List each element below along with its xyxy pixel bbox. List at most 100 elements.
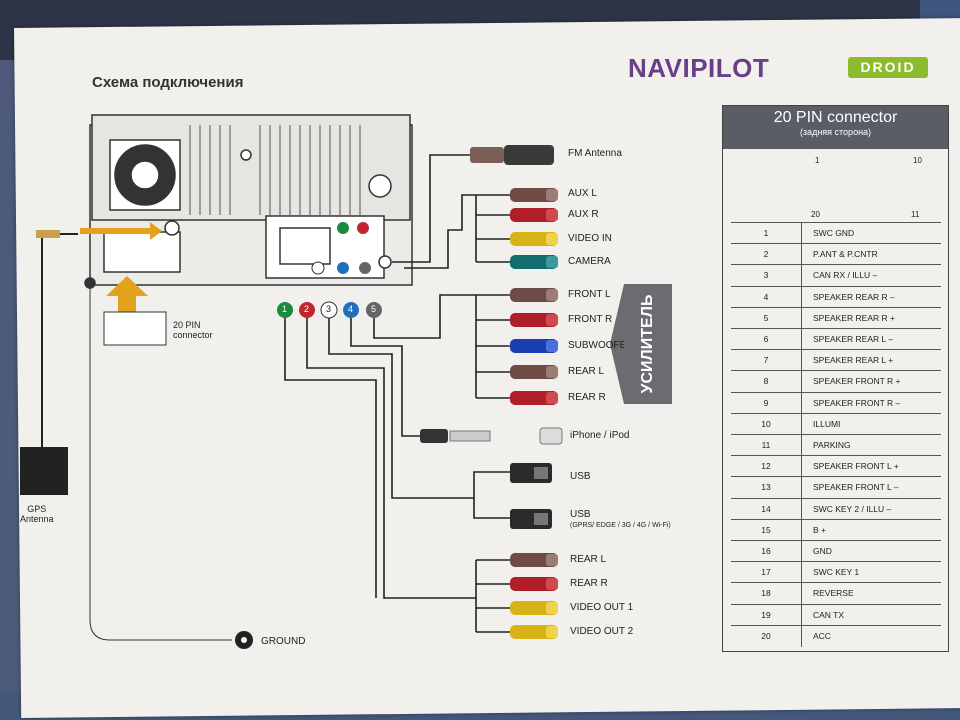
pin-row: 9 SPEAKER FRONT R – bbox=[731, 391, 941, 414]
pin-number: 7 bbox=[731, 350, 802, 372]
usb-connector-2 bbox=[510, 509, 552, 529]
label-out-rear-r: REAR R bbox=[570, 578, 608, 589]
pin-number: 16 bbox=[731, 541, 802, 562]
label-aux-r: AUX R bbox=[568, 209, 599, 220]
rca-fm-antenna bbox=[470, 145, 554, 165]
rca-aux-l bbox=[510, 188, 558, 202]
amplifier-label: УСИЛИТЕЛЬ bbox=[639, 294, 656, 394]
pin-row: 18 REVERSE bbox=[731, 582, 941, 605]
port-number-1: 1 bbox=[282, 304, 288, 314]
pin-number: 18 bbox=[731, 583, 802, 605]
label-rear-l: REAR L bbox=[568, 366, 605, 377]
port-number-5: 5 bbox=[371, 304, 377, 314]
rca-front-r bbox=[510, 313, 558, 327]
pin-table-title: 20 PIN connector bbox=[773, 109, 898, 126]
pin-table-header: 20 PIN connector (задняя сторона) bbox=[723, 106, 948, 149]
pin-description: SPEAKER REAR R + bbox=[813, 312, 895, 323]
pin-description: REVERSE bbox=[813, 588, 854, 599]
port-number-3: 3 bbox=[326, 304, 332, 314]
rca-front-l bbox=[510, 288, 558, 302]
pin-description: SWC GND bbox=[813, 228, 855, 238]
pin-description: SWC KEY 2 / ILLU – bbox=[813, 503, 892, 514]
20-pin-plug bbox=[103, 311, 167, 346]
rca-out-rear-r bbox=[510, 577, 558, 591]
pin-description: P.ANT & P.CNTR bbox=[813, 249, 878, 260]
label-ground: GROUND bbox=[261, 636, 306, 647]
pin-description: SWC KEY 1 bbox=[813, 567, 860, 578]
pin-description: ILLUMI bbox=[813, 418, 841, 429]
pin-number: 8 bbox=[731, 371, 802, 393]
pin-number: 11 bbox=[731, 435, 802, 456]
label-video-in: VIDEO IN bbox=[568, 233, 612, 244]
rca-video-out-2 bbox=[510, 625, 558, 639]
label-usb-2: USB bbox=[570, 509, 591, 520]
pin-number: 20 bbox=[731, 625, 802, 647]
amplifier-box: УСИЛИТЕЛЬ bbox=[624, 284, 672, 404]
pin-row: 19 CAN TX bbox=[731, 603, 941, 626]
pin-number: 15 bbox=[731, 519, 802, 541]
pin-corner-top-left: 1 bbox=[815, 156, 820, 165]
gps-antenna bbox=[20, 230, 78, 495]
wires bbox=[284, 154, 510, 633]
label-fm-antenna: FM Antenna bbox=[568, 148, 622, 159]
label-iphone: iPhone / iPod bbox=[570, 430, 630, 441]
pin-number: 12 bbox=[731, 456, 802, 478]
numbered-ports bbox=[277, 301, 382, 319]
label-video-out-2: VIDEO OUT 2 bbox=[570, 626, 634, 637]
pin-number: 19 bbox=[731, 604, 802, 626]
label-rear-r: REAR R bbox=[568, 392, 606, 403]
pin-table-subtitle: (задняя сторона) bbox=[799, 127, 872, 137]
label-20-pin-connector: 20 PIN connector bbox=[173, 320, 213, 340]
pin-description: SPEAKER REAR L + bbox=[813, 355, 894, 366]
pin-row: 7 SPEAKER REAR L + bbox=[731, 349, 941, 372]
connector-arrows bbox=[80, 222, 162, 318]
rca-out-rear-l bbox=[510, 553, 558, 567]
iphone-cable bbox=[420, 427, 563, 445]
pin-number: 5 bbox=[731, 307, 802, 329]
rca-rear-r bbox=[510, 391, 558, 405]
brand-logo-droid: DROID bbox=[848, 57, 928, 78]
brand-logo: NAVIPILOT bbox=[628, 53, 770, 83]
pin-description: SPEAKER FRONT R – bbox=[813, 397, 901, 408]
pin-number: 4 bbox=[731, 286, 802, 308]
pin-number: 2 bbox=[731, 244, 802, 266]
pin-description: CAN TX bbox=[813, 609, 845, 620]
pin-row: 5 SPEAKER REAR R + bbox=[731, 306, 941, 329]
pin-corner-top-right: 10 bbox=[913, 156, 922, 165]
label-gps-antenna: GPS Antenna bbox=[20, 504, 54, 524]
pin-number: 6 bbox=[731, 329, 802, 350]
rca-camera bbox=[510, 255, 558, 269]
port-number-2: 2 bbox=[304, 304, 310, 314]
pin-row: 17 SWC KEY 1 bbox=[731, 561, 941, 584]
label-out-rear-l: REAR L bbox=[570, 554, 607, 565]
label-aux-l: AUX L bbox=[568, 188, 597, 199]
rca-subwoofer bbox=[510, 339, 558, 353]
pin-number: 17 bbox=[731, 562, 802, 584]
head-unit-ports bbox=[311, 222, 371, 275]
pin-number: 13 bbox=[731, 477, 802, 499]
usb-connector-1 bbox=[510, 463, 552, 483]
pin-corner-bottom-right: 11 bbox=[911, 210, 920, 219]
pin-corner-bottom-left: 20 bbox=[811, 210, 820, 219]
pin-description: CAN RX / ILLU – bbox=[813, 270, 878, 281]
pin-description: SPEAKER FRONT L + bbox=[813, 461, 899, 472]
pin-number: 3 bbox=[731, 265, 802, 287]
pin-table: 20 PIN connector (задняя сторона) 1 10 2… bbox=[722, 105, 949, 652]
pin-row: 2 P.ANT & P.CNTR bbox=[731, 243, 941, 266]
rca-video-out-1 bbox=[510, 601, 558, 615]
pin-number: 10 bbox=[731, 413, 802, 435]
pin-number: 9 bbox=[731, 392, 802, 414]
rca-rear-l bbox=[510, 365, 558, 379]
rca-video-in bbox=[510, 232, 558, 246]
rca-aux-r bbox=[510, 208, 558, 222]
pin-row: 3 CAN RX / ILLU – bbox=[731, 264, 941, 287]
